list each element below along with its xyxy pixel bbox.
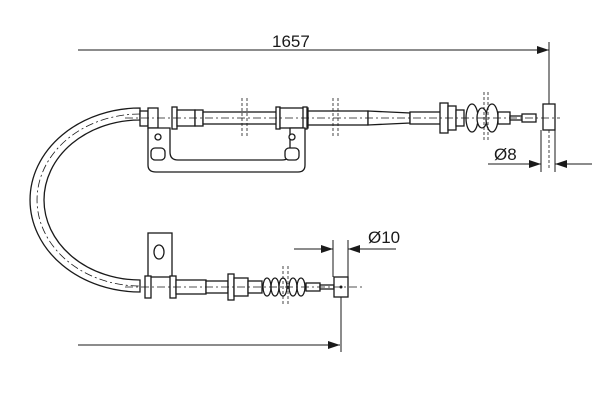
lower-cable xyxy=(125,232,365,304)
upper-diameter-dimension: Ø8 xyxy=(488,130,592,172)
length-label: 1657 xyxy=(272,32,310,51)
mounting-bracket xyxy=(147,127,306,173)
cable-sheath xyxy=(29,107,141,293)
upper-diameter-label: Ø8 xyxy=(494,145,517,164)
lower-diameter-dimension: Ø10 xyxy=(294,228,400,277)
bottom-reference-dimension xyxy=(78,297,342,352)
length-dimension: 1657 xyxy=(78,32,550,112)
lower-diameter-label: Ø10 xyxy=(368,228,400,247)
upper-cable xyxy=(125,92,560,170)
